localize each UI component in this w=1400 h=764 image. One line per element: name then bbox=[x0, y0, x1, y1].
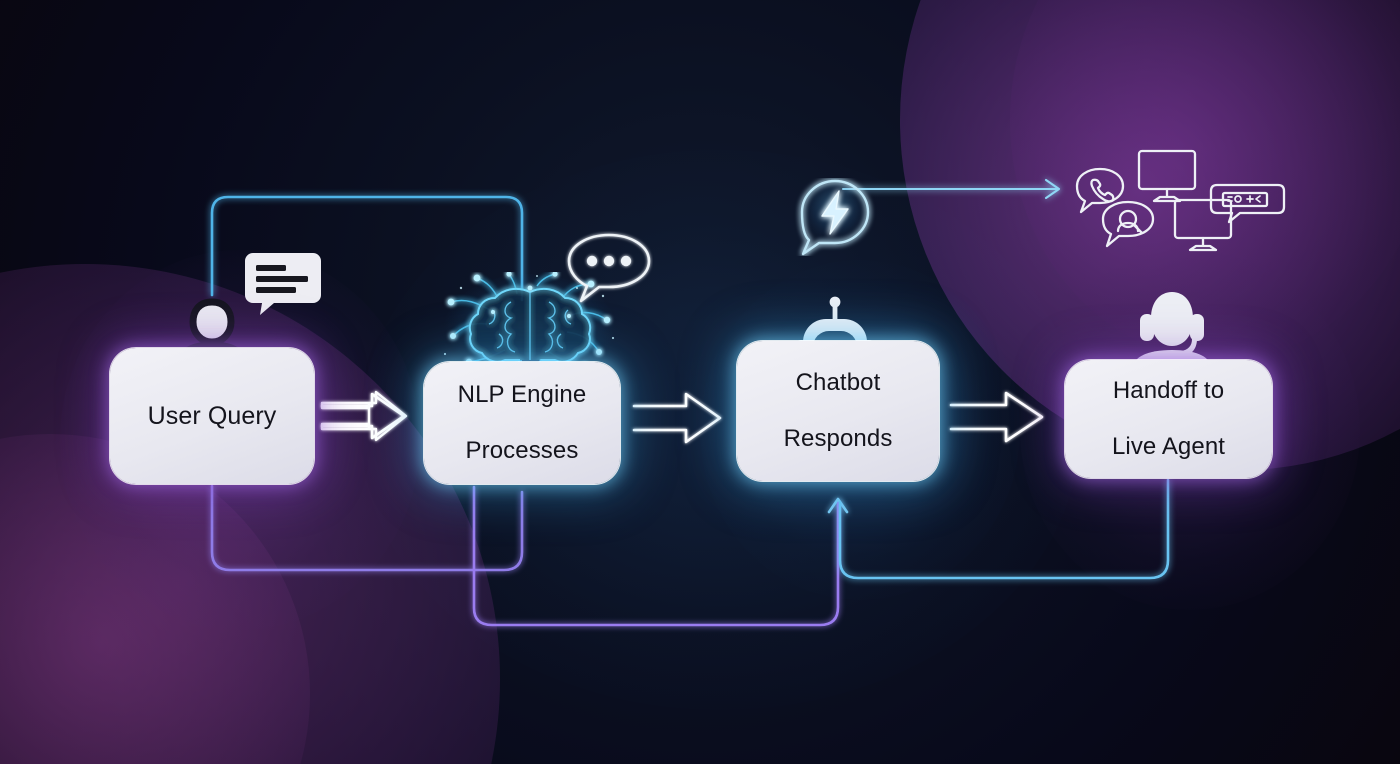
node-user-query[interactable]: User Query bbox=[110, 348, 314, 484]
arrow-user-to-nlp[interactable] bbox=[320, 390, 408, 442]
node-handoff-live-agent-label-line1: Handoff to bbox=[1112, 377, 1225, 405]
node-handoff-live-agent[interactable]: Handoff to Live Agent bbox=[1065, 360, 1272, 478]
loop-user-to-nlp-top bbox=[210, 195, 524, 302]
node-chatbot-responds-label: Chatbot Responds bbox=[768, 369, 909, 452]
arrow-chatbot-to-agent[interactable] bbox=[949, 391, 1044, 443]
node-chatbot-responds-label-line2: Responds bbox=[783, 424, 893, 452]
loop-user-feedback-bottom bbox=[210, 484, 524, 572]
node-user-query-label: User Query bbox=[147, 401, 277, 430]
node-handoff-live-agent-label-line2: Live Agent bbox=[1111, 432, 1226, 460]
node-nlp-engine[interactable]: NLP Engine Processes bbox=[424, 362, 620, 484]
node-handoff-live-agent-label: Handoff to Live Agent bbox=[1096, 377, 1241, 460]
loop-nlp-to-chatbot-bottom bbox=[472, 485, 849, 627]
node-nlp-engine-label-line2: Processes bbox=[465, 436, 579, 464]
node-nlp-engine-label-line1: NLP Engine bbox=[457, 381, 587, 409]
node-chatbot-responds[interactable]: Chatbot Responds bbox=[737, 341, 939, 481]
node-chatbot-responds-label-line1: Chatbot bbox=[795, 369, 881, 397]
arrow-nlp-to-chatbot[interactable] bbox=[632, 392, 722, 444]
node-nlp-engine-label: NLP Engine Processes bbox=[442, 381, 603, 464]
loop-agent-to-chatbot-bottom bbox=[838, 478, 1170, 580]
arrow-bolt-to-channels bbox=[841, 178, 1061, 200]
